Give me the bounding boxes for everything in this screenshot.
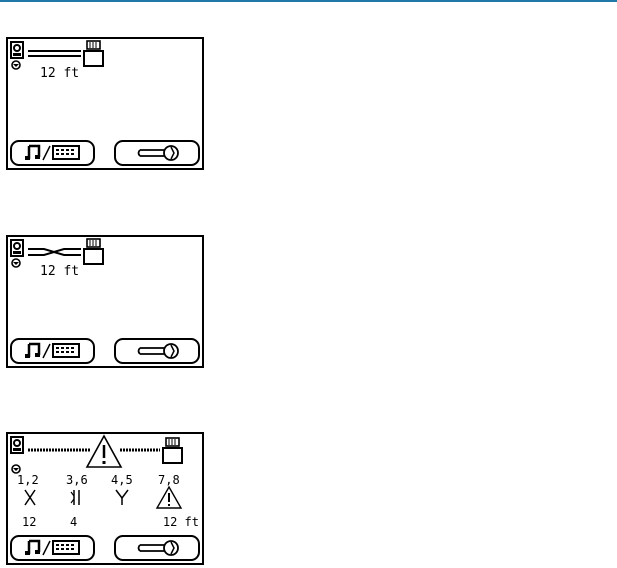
cable-diagram-2 [10,238,104,268]
remote-indicator-icon [11,464,21,474]
tone-softkey[interactable] [10,140,95,166]
lcd-screen-1: 12 ft [6,37,204,170]
split-pair-icon [70,490,80,505]
remote-unit-icon [162,437,183,464]
tone-keypad-icon [25,539,80,556]
tone-softkey[interactable] [10,535,95,561]
tools-softkey[interactable] [114,535,200,561]
top-rule [0,0,617,2]
lcd-screen-2: 12 ft [6,235,204,368]
lcd-screen-3: 1,2 3,6 4,5 7,8 12 4 12 ft [6,432,204,565]
wrench-icon [137,145,179,161]
pair-length: 4 [70,515,78,529]
warning-triangle-icon [85,434,123,468]
cable-line-icon [28,50,81,57]
short-cable-icon [28,248,81,256]
remote-unit-icon [83,238,104,265]
cable-length: 12 ft [40,264,80,279]
remote-unit-icon [83,40,104,67]
tone-softkey[interactable] [10,338,95,364]
tone-keypad-icon [25,342,80,359]
cable-length: 12 ft [162,515,199,529]
pair-length: 12 [22,515,37,529]
cable-length: 12 ft [40,66,80,81]
pair-label: 3,6 [66,473,88,487]
remote-indicator-icon [11,258,21,268]
pair-label: 4,5 [111,473,133,487]
cable-diagram-1 [10,40,104,70]
tester-icon [10,239,24,257]
remote-indicator-icon [11,60,21,70]
tools-softkey[interactable] [114,140,200,166]
tester-icon [10,436,24,454]
pair-label: 1,2 [17,473,39,487]
reversed-pair-icon [115,489,129,505]
crossed-pair-icon [24,489,36,506]
tools-softkey[interactable] [114,338,200,364]
pair-label: 7,8 [158,473,180,487]
tester-icon [10,41,24,59]
tone-keypad-icon [25,144,80,161]
wrench-icon [137,540,179,556]
cable-diagram-3 [10,434,183,509]
pair-warning-icon [155,485,183,509]
wrench-icon [137,343,179,359]
